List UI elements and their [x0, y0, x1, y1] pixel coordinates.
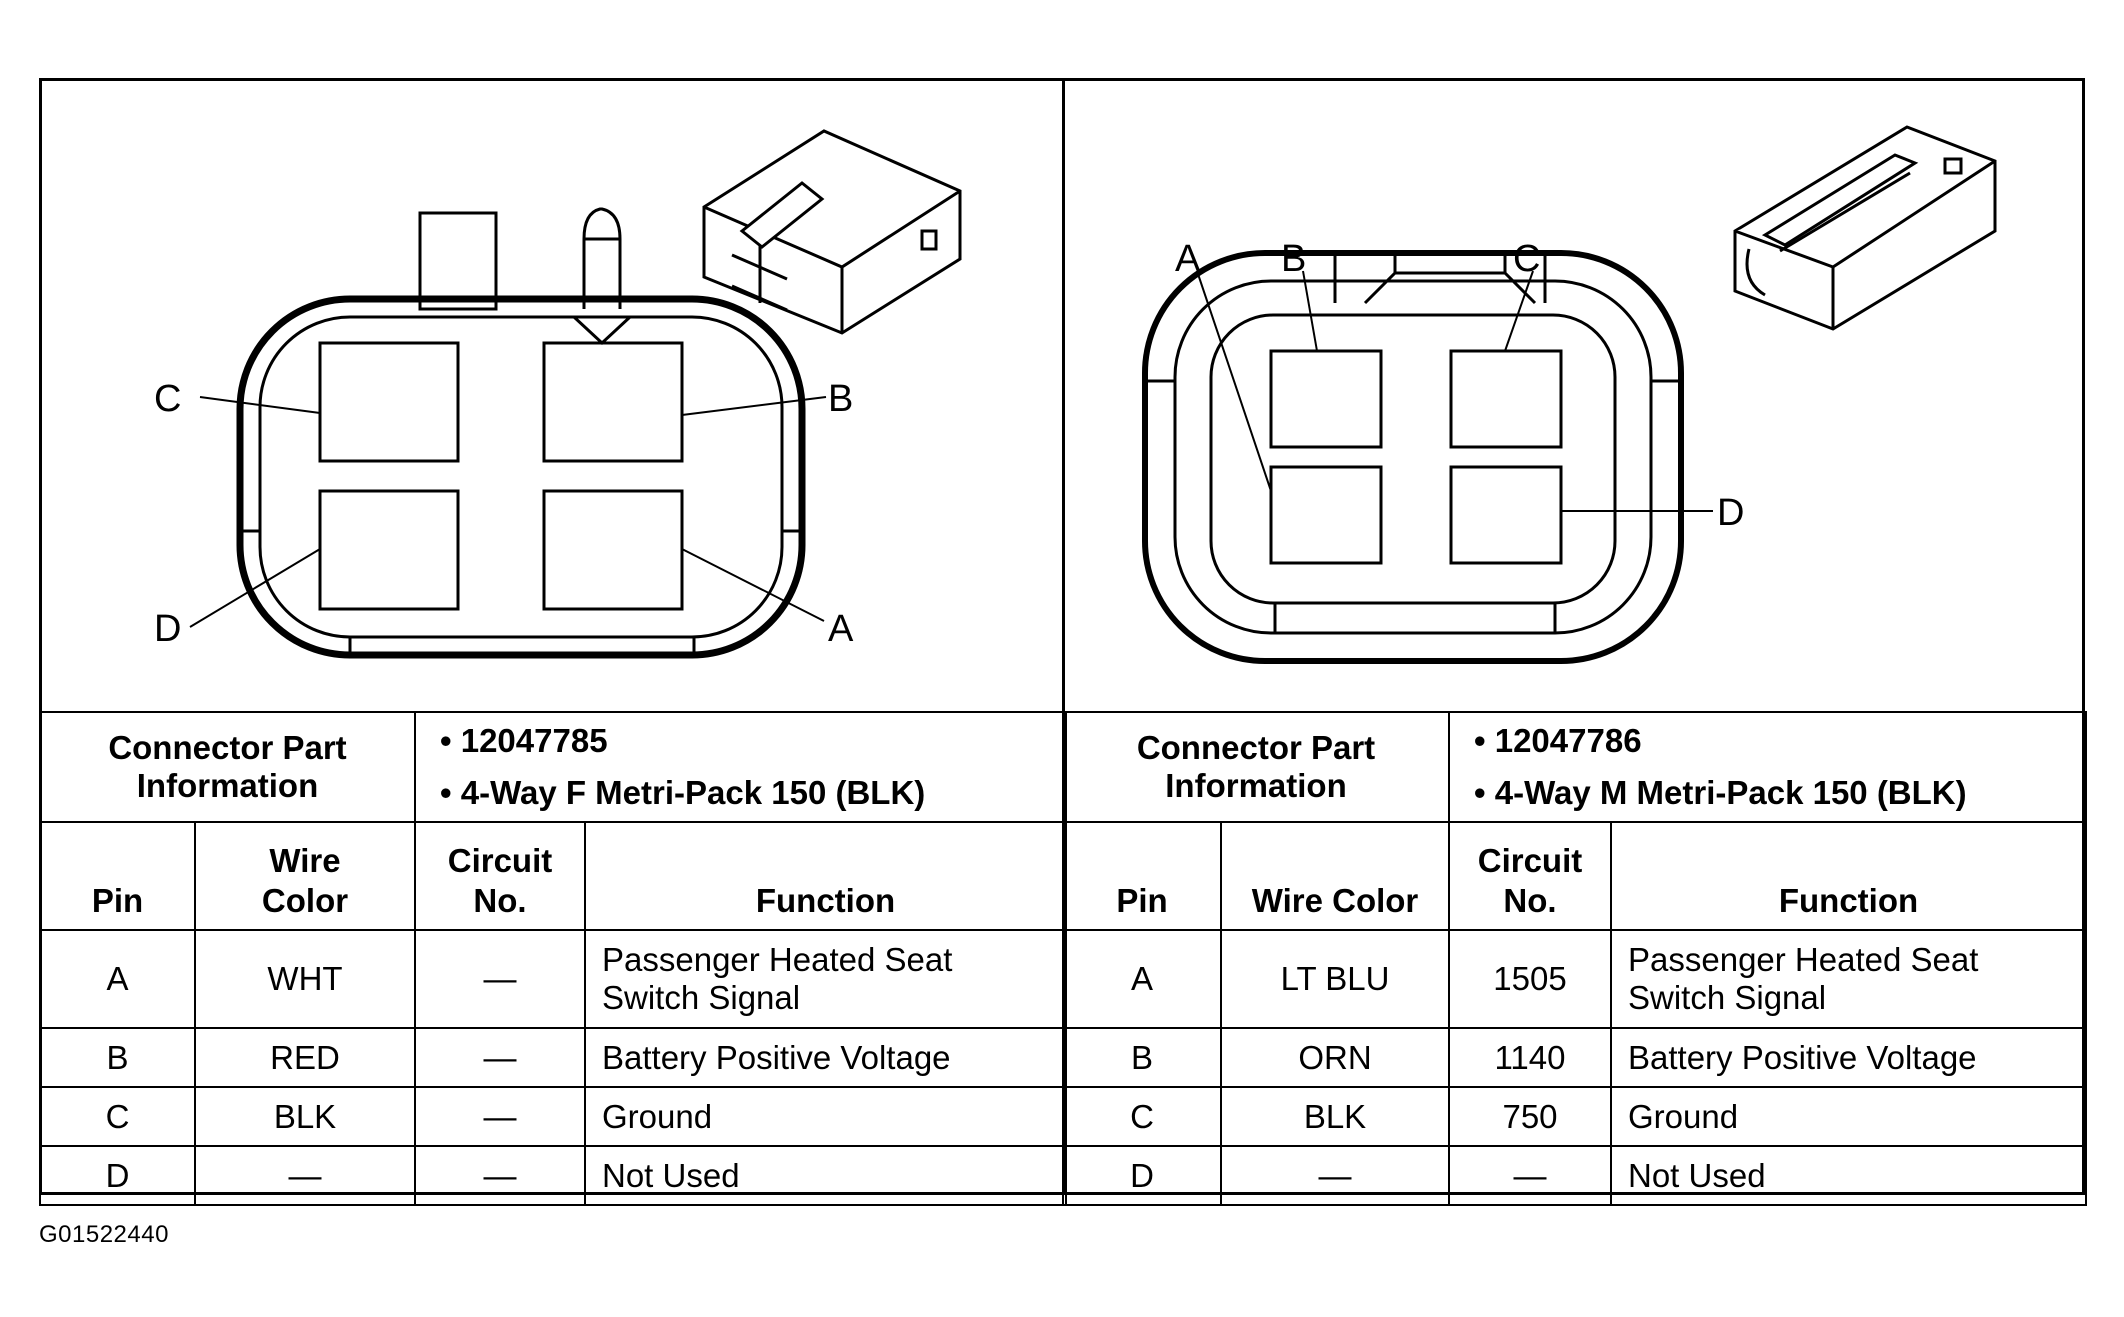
circuit-cell: —	[414, 929, 586, 1029]
pin-cell: D	[39, 1145, 196, 1206]
right-pin-label-a: A	[1175, 238, 1201, 280]
left-connector-diagram: C B D A	[42, 81, 1062, 711]
function-line1: Passenger Heated Seat	[1628, 941, 1979, 978]
left-header-wire-line1: Wire	[269, 842, 341, 879]
left-part-desc: • 4-Way F Metri-Pack 150 (BLK)	[440, 774, 926, 811]
circuit-cell: 1140	[1448, 1027, 1612, 1088]
right-part-number: • 12047786	[1474, 722, 1642, 759]
left-header-circuit-line1: Circuit	[447, 842, 553, 879]
pin-cell: C	[1062, 1086, 1222, 1147]
function-cell: Ground	[583, 1086, 1068, 1147]
left-pin-label-d: D	[154, 608, 181, 650]
circuit-cell: —	[1448, 1145, 1612, 1206]
left-header-wire-line2: Color	[261, 882, 349, 919]
right-connector-table: Connector Part Information • 12047786 • …	[1062, 711, 2087, 1206]
left-part-number: • 12047785	[440, 722, 608, 759]
right-info-label-line1: Connector Part	[1136, 729, 1376, 766]
left-connector-drawing: C B D A	[154, 129, 962, 659]
circuit-cell: 750	[1448, 1086, 1612, 1147]
circuit-cell: 1505	[1448, 929, 1612, 1029]
wire-color-cell: BLK	[1220, 1086, 1450, 1147]
function-cell: Not Used	[583, 1145, 1068, 1206]
pin-cell: A	[1062, 929, 1222, 1029]
right-pin-label-d: D	[1717, 492, 1744, 534]
pin-cell: D	[1062, 1145, 1222, 1206]
pin-cell: B	[39, 1027, 196, 1088]
function-cell: Not Used	[1610, 1145, 2087, 1206]
right-pin-label-c: C	[1513, 238, 1540, 280]
left-pin-label-b: B	[828, 378, 853, 420]
pin-cell: B	[1062, 1027, 1222, 1088]
right-part-desc: • 4-Way M Metri-Pack 150 (BLK)	[1474, 774, 1967, 811]
right-part-info: • 12047786 • 4-Way M Metri-Pack 150 (BLK…	[1448, 711, 2087, 823]
left-connector-3d-icon	[702, 129, 962, 335]
right-header-function: Function	[1610, 821, 2087, 931]
function-cell: Battery Positive Voltage	[583, 1027, 1068, 1088]
right-pin-label-b: B	[1281, 238, 1306, 280]
function-line2: Switch Signal	[1628, 979, 1827, 1016]
left-part-info-row: Connector Part Information • 12047785 • …	[39, 711, 1068, 823]
right-connector-diagram: A B C D	[1065, 81, 2082, 711]
table-row: D — — Not Used	[1062, 1145, 2087, 1206]
right-connector-drawing: A B C D	[1142, 125, 1997, 664]
left-info-label-line2: Information	[136, 767, 319, 804]
function-cell: Ground	[1610, 1086, 2087, 1147]
wire-color-cell: ORN	[1220, 1027, 1450, 1088]
wire-color-cell: LT BLU	[1220, 929, 1450, 1029]
right-connector-3d-icon	[1733, 125, 1997, 331]
function-line2: Switch Signal	[602, 979, 801, 1016]
function-cell: Battery Positive Voltage	[1610, 1027, 2087, 1088]
circuit-cell: —	[414, 1027, 586, 1088]
function-line1: Passenger Heated Seat	[602, 941, 953, 978]
right-info-label-line2: Information	[1165, 767, 1347, 804]
circuit-cell: —	[414, 1145, 586, 1206]
center-divider	[1062, 78, 1065, 1195]
right-header-pin: Pin	[1062, 821, 1222, 931]
right-info-label: Connector Part Information	[1062, 711, 1450, 823]
wire-color-cell: BLK	[194, 1086, 416, 1147]
right-part-info-row: Connector Part Information • 12047786 • …	[1062, 711, 2087, 823]
left-connector-table: Connector Part Information • 12047785 • …	[39, 711, 1068, 1206]
table-row: D — — Not Used	[39, 1145, 1068, 1206]
wire-color-cell: —	[194, 1145, 416, 1206]
left-pin-label-c: C	[154, 378, 181, 420]
pin-cell: C	[39, 1086, 196, 1147]
pin-cell: A	[39, 929, 196, 1029]
wire-color-cell: WHT	[194, 929, 416, 1029]
circuit-cell: —	[414, 1086, 586, 1147]
left-header-circuit-line2: No.	[473, 882, 527, 919]
left-info-label: Connector Part Information	[39, 711, 416, 823]
wire-color-cell: —	[1220, 1145, 1450, 1206]
left-part-info: • 12047785 • 4-Way F Metri-Pack 150 (BLK…	[413, 711, 1068, 823]
figure-id: G01522440	[39, 1221, 169, 1248]
right-header-circuit-line2: No.	[1503, 882, 1557, 919]
table-row: B RED — Battery Positive Voltage	[39, 1027, 1068, 1088]
table-row: C BLK — Ground	[39, 1086, 1068, 1147]
right-header-wire: Wire Color	[1220, 821, 1450, 931]
right-header-circuit-line1: Circuit	[1477, 842, 1583, 879]
left-info-label-line1: Connector Part	[108, 729, 347, 766]
table-row: C BLK 750 Ground	[1062, 1086, 2087, 1147]
left-pin-label-a: A	[828, 608, 854, 650]
left-header-function: Function	[583, 821, 1068, 931]
left-header-pin: Pin	[39, 821, 196, 931]
table-row: B ORN 1140 Battery Positive Voltage	[1062, 1027, 2087, 1088]
wire-color-cell: RED	[194, 1027, 416, 1088]
